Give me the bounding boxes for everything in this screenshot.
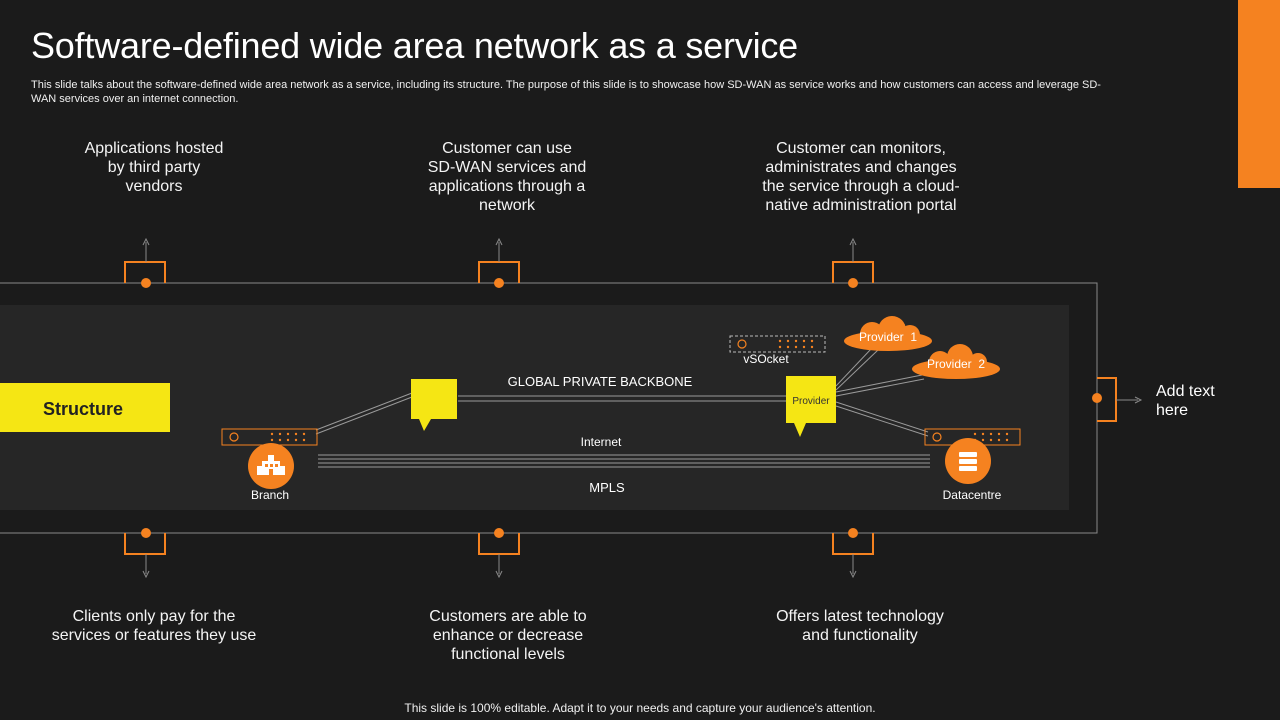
arrow-up-icon <box>849 237 857 246</box>
building-icon <box>248 443 294 489</box>
slide-title: Software-defined wide area network as a … <box>31 25 798 66</box>
provider1-label: Provider 1 <box>859 330 917 344</box>
branch-router <box>221 428 318 446</box>
feature-bottom-2: Customers are able to enhance or decreas… <box>429 608 587 663</box>
arrow-down-icon <box>849 570 857 579</box>
slide-footer: This slide is 100% editable. Adapt it to… <box>404 701 876 715</box>
feature-top-2: Customer can use SD-WAN services and app… <box>427 140 587 214</box>
bottom-connector-1 <box>124 528 166 579</box>
backbone-callout <box>411 379 457 431</box>
side-note: Add text here <box>1156 383 1215 419</box>
backbone-label: GLOBAL PRIVATE BACKBONE <box>508 374 693 389</box>
top-connector-3 <box>832 237 874 288</box>
cloud-icon <box>912 344 1000 379</box>
arrow-down-icon <box>142 570 150 579</box>
slide-description: This slide talks about the software-defi… <box>31 79 1101 105</box>
top-connector-1 <box>124 237 166 288</box>
network-lines <box>315 347 930 468</box>
feature-top-3: Customer can monitors, administrates and… <box>762 140 960 214</box>
arrow-up-icon <box>142 237 150 246</box>
bottom-connector-2 <box>478 528 520 579</box>
feature-bottom-1: Clients only pay for the services or fea… <box>51 608 257 644</box>
structure-label-box <box>0 383 170 432</box>
database-icon <box>945 438 991 484</box>
internet-label: Internet <box>581 435 622 449</box>
feature-top-1: Applications hosted by third party vendo… <box>84 140 224 195</box>
feature-bottom-3: Offers latest technology and functionali… <box>776 608 944 644</box>
arrow-up-icon <box>495 237 503 246</box>
branch-label: Branch <box>251 488 289 502</box>
mpls-label: MPLS <box>589 480 625 495</box>
outer-frame <box>0 282 1098 534</box>
vsocket-device <box>729 335 826 353</box>
bottom-connector-3 <box>832 528 874 579</box>
top-connector-2 <box>478 237 520 288</box>
cloud-icon <box>844 316 932 351</box>
right-connector <box>1092 377 1143 422</box>
provider-label: Provider <box>792 396 830 407</box>
provider-callout <box>786 376 836 437</box>
arrow-right-icon <box>1134 396 1143 404</box>
datacentre-label: Datacentre <box>943 488 1002 502</box>
vsocket-label: vSOcket <box>743 352 789 366</box>
arrow-down-icon <box>495 570 503 579</box>
structure-label: Structure <box>43 399 123 419</box>
accent-bar <box>1238 0 1280 188</box>
provider2-label: Provider 2 <box>927 357 985 371</box>
